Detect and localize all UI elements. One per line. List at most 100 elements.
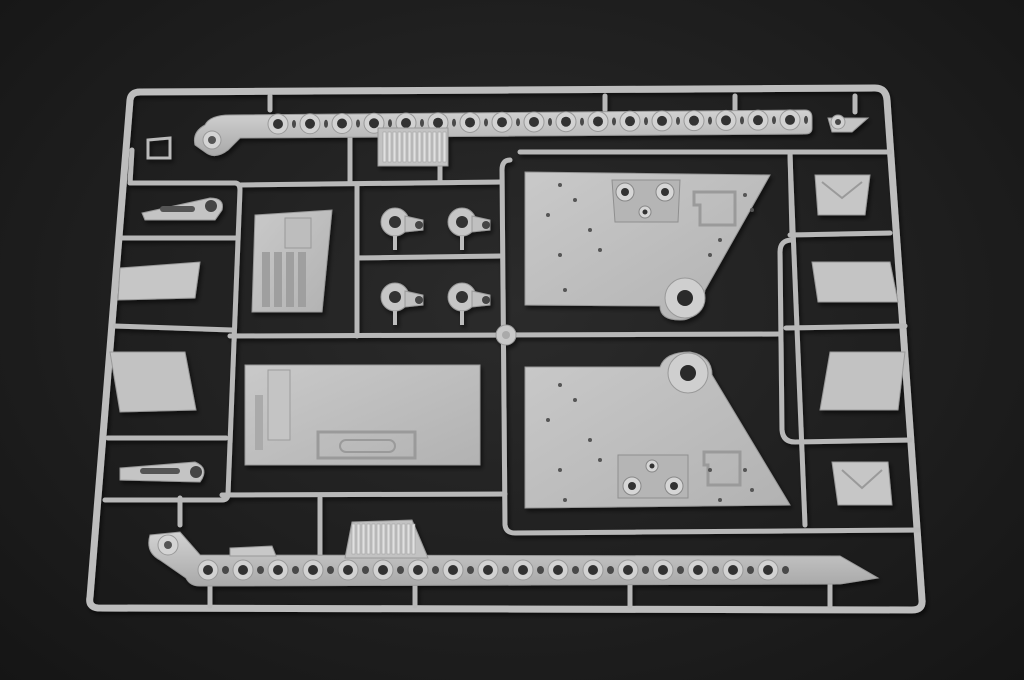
grille-fin	[407, 131, 412, 163]
track-link-slot	[772, 116, 776, 125]
rivet-dot	[558, 468, 562, 472]
track-link-slot	[292, 120, 296, 128]
track-link-slot	[420, 118, 424, 127]
grille-fin	[422, 131, 427, 163]
grille-fin	[396, 523, 401, 555]
rivet-dot	[598, 458, 602, 462]
track-link-slot	[782, 566, 789, 574]
track-link-slot	[607, 566, 614, 574]
suspension-arm	[447, 282, 491, 325]
grille-fin	[401, 523, 406, 555]
track-link-slot	[324, 119, 328, 128]
track-link-slot	[257, 566, 264, 574]
track-link-slot	[537, 566, 544, 574]
rivet-dot	[588, 438, 592, 442]
suspension-arm	[447, 207, 491, 250]
grille-fin	[351, 523, 356, 555]
grille-fin	[356, 523, 361, 555]
rivet-dot	[750, 488, 754, 492]
track-link-slot	[388, 119, 392, 128]
track-link-slot	[642, 566, 649, 574]
rivet-dot	[573, 198, 577, 202]
hull-side-plate-upper	[524, 171, 771, 321]
grille-fin	[427, 131, 432, 163]
grille-fin	[381, 523, 386, 555]
track-link-slot	[548, 117, 552, 126]
track-link-slot	[676, 116, 680, 125]
bottom-track-holes	[197, 559, 789, 581]
hull-flat-plate	[244, 364, 481, 466]
rivet-dot	[588, 228, 592, 232]
track-link-slot	[740, 116, 744, 125]
grille-fin	[406, 523, 411, 555]
suspension-arm	[380, 207, 424, 250]
rivet-dot	[750, 208, 754, 212]
grille-fin	[387, 131, 392, 163]
grille-fin	[361, 523, 366, 555]
grille-fin	[391, 523, 396, 555]
bottom-grille-fins	[351, 523, 416, 555]
top-track-bar	[194, 109, 870, 156]
top-track-holes	[267, 109, 808, 135]
grille-fin	[397, 131, 402, 163]
track-link-slot	[612, 117, 616, 126]
top-grille-part	[377, 127, 449, 167]
top-grille-fins	[382, 131, 447, 163]
grille-fin	[382, 131, 387, 163]
rivet-dot	[718, 498, 722, 502]
bottom-grille-part	[344, 519, 429, 559]
grille-fin	[402, 131, 407, 163]
bottom-track-bar	[148, 531, 880, 587]
suspension-arm	[380, 282, 424, 325]
grille-fin	[386, 523, 391, 555]
rivet-dot	[708, 468, 712, 472]
track-link-slot	[327, 566, 334, 574]
panel-rivets-upper	[546, 183, 754, 292]
rivet-dot	[558, 253, 562, 257]
track-link-slot	[804, 115, 808, 124]
rivet-dot	[546, 213, 550, 217]
suspension-arm-parts	[380, 207, 491, 325]
track-link-slot	[572, 566, 579, 574]
grille-fin	[417, 131, 422, 163]
rivet-dot	[563, 498, 567, 502]
track-link-slot	[747, 566, 754, 574]
hull-side-plate-lower	[524, 351, 791, 509]
rivet-dot	[598, 248, 602, 252]
grille-fin	[366, 523, 371, 555]
engine-deck-vent-panel	[251, 209, 333, 313]
panel-rivets-lower	[546, 383, 754, 502]
rivet-dot	[573, 398, 577, 402]
sprue-runners	[102, 93, 921, 609]
grille-fin	[442, 131, 447, 163]
track-link-slot	[712, 566, 719, 574]
track-link-slot	[292, 566, 299, 574]
rivet-dot	[708, 253, 712, 257]
grille-fin	[432, 131, 437, 163]
sprue-outer-frame	[86, 84, 926, 614]
rivet-dot	[743, 468, 747, 472]
track-link-slot	[362, 566, 369, 574]
track-link-slot	[452, 118, 456, 127]
left-side-parts	[109, 136, 223, 483]
track-link-slot	[580, 117, 584, 126]
track-link-slot	[222, 566, 229, 574]
track-link-slot	[677, 566, 684, 574]
right-side-parts	[811, 174, 906, 506]
track-link-slot	[397, 566, 404, 574]
grille-fin	[376, 523, 381, 555]
rivet-dot	[558, 383, 562, 387]
rivet-dot	[546, 418, 550, 422]
grille-fin	[412, 131, 417, 163]
track-link-slot	[502, 566, 509, 574]
track-link-slot	[432, 566, 439, 574]
track-link-slot	[708, 116, 712, 125]
rivet-dot	[743, 193, 747, 197]
rivet-dot	[718, 238, 722, 242]
grille-fin	[411, 523, 416, 555]
grille-fin	[371, 523, 376, 555]
rivet-dot	[558, 183, 562, 187]
grille-fin	[392, 131, 397, 163]
